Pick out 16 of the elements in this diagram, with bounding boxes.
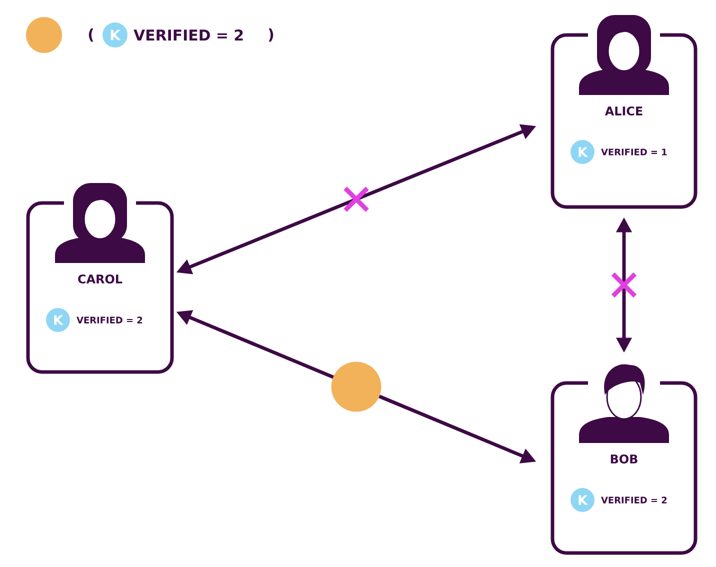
legend-label: VERIFIED = 2	[134, 29, 243, 41]
k-badge: K	[570, 140, 594, 164]
verified-label: VERIFIED = 1	[601, 148, 667, 156]
verified-label: VERIFIED = 2	[76, 316, 142, 324]
name-label: BOB	[610, 454, 638, 464]
verified-label: VERIFIED = 2	[601, 496, 667, 504]
parenthesis: (	[88, 28, 94, 42]
k-badge: K	[46, 308, 70, 332]
parenthesis: )	[268, 28, 274, 42]
k-badge: K	[102, 22, 128, 48]
name-label: CAROL	[78, 274, 122, 284]
name-label: ALICE	[604, 106, 642, 116]
profile-card	[550, 364, 698, 555]
profile-card	[26, 183, 174, 374]
k-badge: K	[570, 488, 594, 512]
profile-card	[550, 15, 698, 209]
